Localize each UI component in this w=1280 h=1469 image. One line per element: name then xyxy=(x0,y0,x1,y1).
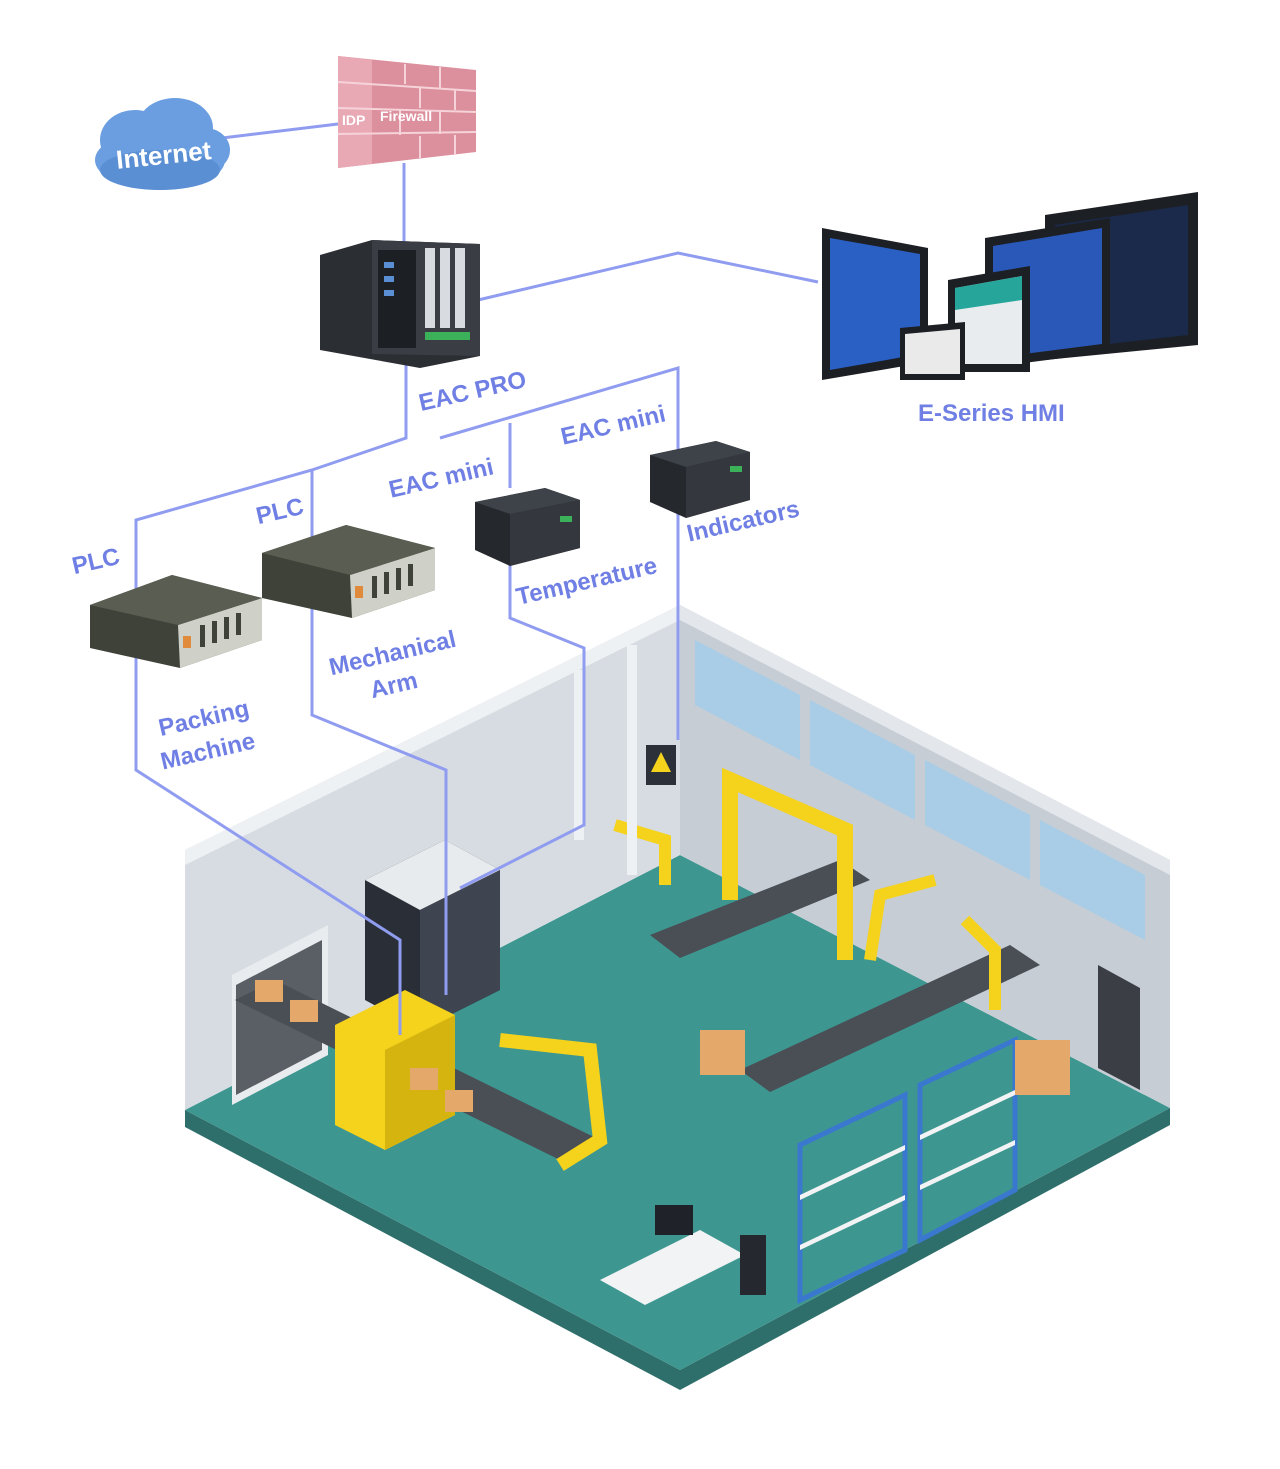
eac-pro-device-icon xyxy=(320,240,480,368)
connection-lines xyxy=(134,122,819,1035)
firewall-label: Firewall xyxy=(380,108,433,124)
eac-mini-device-icon-2 xyxy=(650,441,750,518)
factory-floor-illustration xyxy=(185,605,1170,1390)
internet-cloud-icon xyxy=(95,98,230,190)
idp-label: IDP xyxy=(342,112,366,128)
plc-device-icon-2 xyxy=(262,525,435,618)
hmi-label: E-Series HMI xyxy=(918,400,1065,427)
hmi-panels-icon xyxy=(822,192,1198,380)
plc-device-icon-1 xyxy=(90,575,262,668)
firewall-icon xyxy=(337,56,477,168)
eac-mini-device-icon-1 xyxy=(475,488,580,566)
